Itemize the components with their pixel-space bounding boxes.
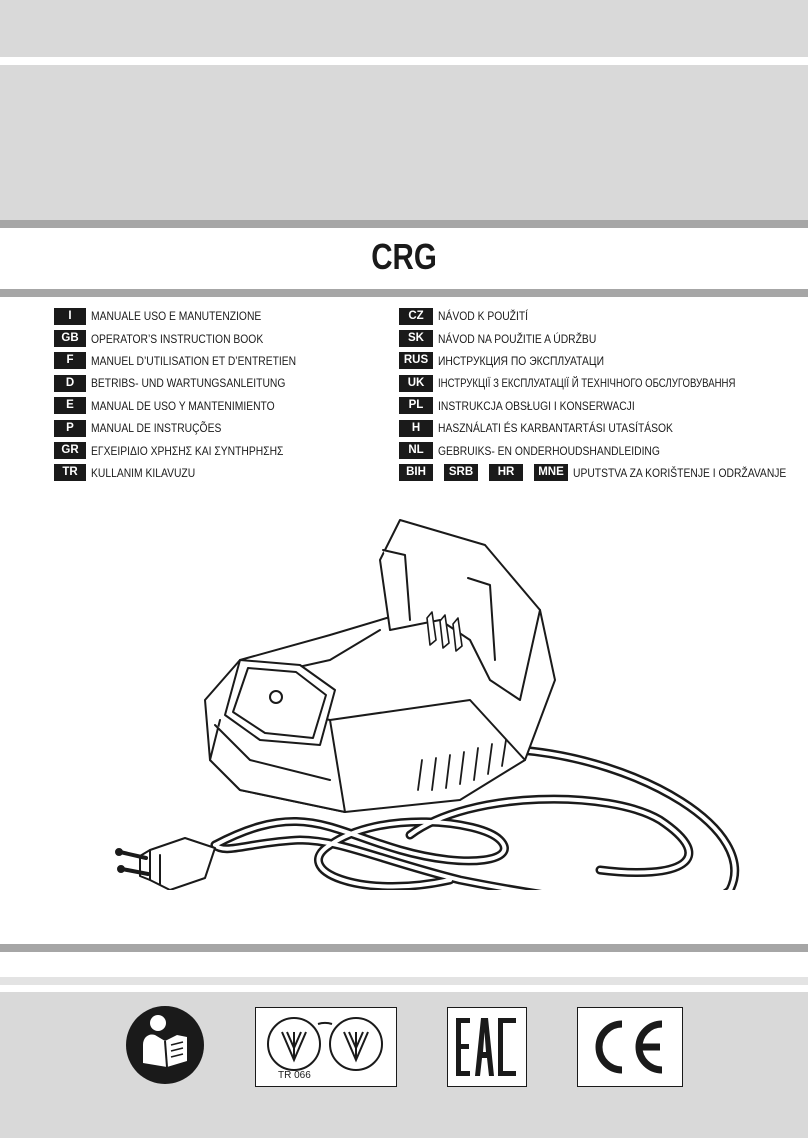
charger-vents (417, 739, 507, 791)
language-code-badge: CZ (399, 307, 433, 325)
language-row-tr: TR KULLANIM KILAVUZU (54, 462, 329, 484)
language-code-badge: MNE (534, 464, 568, 482)
language-code-badge: HR (489, 464, 523, 482)
language-manual-title: OPERATOR’S INSTRUCTION BOOK (91, 331, 264, 346)
language-row-sk: SK NÁVOD NA POUŽITIE A ÚDRŽBU (399, 327, 808, 349)
language-manual-title: MANUAL DE USO Y MANTENIMIENTO (91, 398, 275, 413)
language-code-badge: NL (399, 442, 433, 460)
language-row-d: D BETRIBS- UND WARTUNGSANLEITUNG (54, 372, 329, 394)
product-title: CRG (371, 236, 437, 277)
language-list-left: I MANUALE USO E MANUTENZIONE GB OPERATOR… (54, 305, 329, 484)
language-row-e: E MANUAL DE USO Y MANTENIMIENTO (54, 395, 329, 417)
language-row-bih-srb-hr-mne: BIH SRB HR MNE UPUTSTVA ZA KORIŠTENJE I … (399, 462, 808, 484)
language-manual-title: GEBRUIKS- EN ONDERHOUDSHANDLEIDING (438, 443, 660, 458)
language-row-pl: PL INSTRUKCJA OBSŁUGI I KONSERWACJI (399, 395, 808, 417)
tr-code-label: TR 066 (278, 1070, 311, 1081)
language-row-i: I MANUALE USO E MANUTENZIONE (54, 305, 329, 327)
language-manual-title: HASZNÁLATI ÉS KARBANTARTÁSI UTASÍTÁSOK (438, 421, 673, 436)
language-code-badge: GR (54, 442, 86, 460)
language-code-badge: E (54, 397, 86, 415)
language-manual-title: INSTRUKCJA OBSŁUGI I KONSERWACJI (438, 398, 635, 413)
language-code-badge: BIH (399, 464, 433, 482)
language-code-badge: D (54, 374, 86, 392)
language-code-badge: SRB (444, 464, 478, 482)
divider-stripe (0, 944, 808, 952)
tr-conformity-mark: TR 066 (255, 1007, 397, 1087)
charger-indicator-panel (224, 659, 336, 746)
eac-mark (447, 1007, 527, 1087)
language-row-p: P MANUAL DE INSTRUÇÕES (54, 417, 329, 439)
header-grey-band (0, 65, 808, 220)
language-manual-title: BETRIBS- UND WARTUNGSANLEITUNG (91, 376, 286, 391)
language-manual-title: MANUAL DE INSTRUÇÕES (91, 421, 222, 436)
language-row-gr: GR ΕΓΧΕΙΡΙΔΙΟ ΧΡΗΣΗΣ ΚΑΙ ΣΥΝΤΗΡΗΣΗΣ (54, 439, 329, 461)
language-manual-title: UPUTSTVA ZA KORIŠTENJE I ODRŽAVANJE (573, 465, 787, 480)
language-manual-title: NÁVOD NA POUŽITIE A ÚDRŽBU (438, 331, 597, 346)
language-row-uk: UK ІНСТРУКЦІЇ З ЕКСПЛУАТАЦІЇ Й ТЕХНІЧНОГ… (399, 372, 808, 394)
language-code-badge: RUS (399, 352, 433, 370)
language-manual-title: NÁVOD K POUŽITÍ (438, 309, 529, 324)
footer-grey-band (0, 992, 808, 1138)
language-manual-title: KULLANIM KILAVUZU (91, 465, 196, 480)
language-code-badge: F (54, 352, 86, 370)
read-manual-icon (126, 1006, 204, 1084)
language-manual-title: ИНСТРУКЦИЯ ПО ЭКСПЛУАТАЦИ (438, 353, 604, 368)
language-code-badge: SK (399, 330, 433, 348)
language-code-badge: I (54, 307, 86, 325)
charger-illustration (115, 519, 740, 890)
language-row-gb: GB OPERATOR’S INSTRUCTION BOOK (54, 327, 329, 349)
language-code-badge: PL (399, 397, 433, 415)
language-code-badge: UK (399, 374, 433, 392)
language-manual-title: ΕΓΧΕΙΡΙΔΙΟ ΧΡΗΣΗΣ ΚΑΙ ΣΥΝΤΗΡΗΣΗΣ (91, 443, 284, 458)
language-row-cz: CZ NÁVOD K POUŽITÍ (399, 305, 808, 327)
language-row-f: F MANUEL D’UTILISATION ET D’ENTRETIEN (54, 350, 329, 372)
language-row-h: H HASZNÁLATI ÉS KARBANTARTÁSI UTASÍTÁSOK (399, 417, 808, 439)
language-list-right: CZ NÁVOD K POUŽITÍ SK NÁVOD NA POUŽITIE … (399, 305, 808, 484)
language-row-rus: RUS ИНСТРУКЦИЯ ПО ЭКСПЛУАТАЦИ (399, 350, 808, 372)
power-cord-highlight (213, 748, 737, 890)
language-code-badge: GB (54, 330, 86, 348)
language-row-nl: NL GEBRUIKS- EN ONDERHOUDSHANDLEIDING (399, 439, 808, 461)
divider-light (0, 977, 808, 985)
language-code-badge: P (54, 419, 86, 437)
battery-contacts (426, 611, 463, 652)
top-grey-band (0, 0, 808, 57)
language-manual-title: MANUALE USO E MANUTENZIONE (91, 309, 262, 324)
plug-icon (115, 837, 216, 890)
language-manual-title: ІНСТРУКЦІЇ З ЕКСПЛУАТАЦІЇ Й ТЕХНІЧНОГО О… (438, 376, 736, 391)
language-code-badge: H (399, 419, 433, 437)
language-code-badge: TR (54, 464, 86, 482)
language-manual-title: MANUEL D’UTILISATION ET D’ENTRETIEN (91, 353, 297, 368)
ce-mark (577, 1007, 683, 1087)
divider-stripe (0, 289, 808, 297)
divider-stripe (0, 220, 808, 228)
